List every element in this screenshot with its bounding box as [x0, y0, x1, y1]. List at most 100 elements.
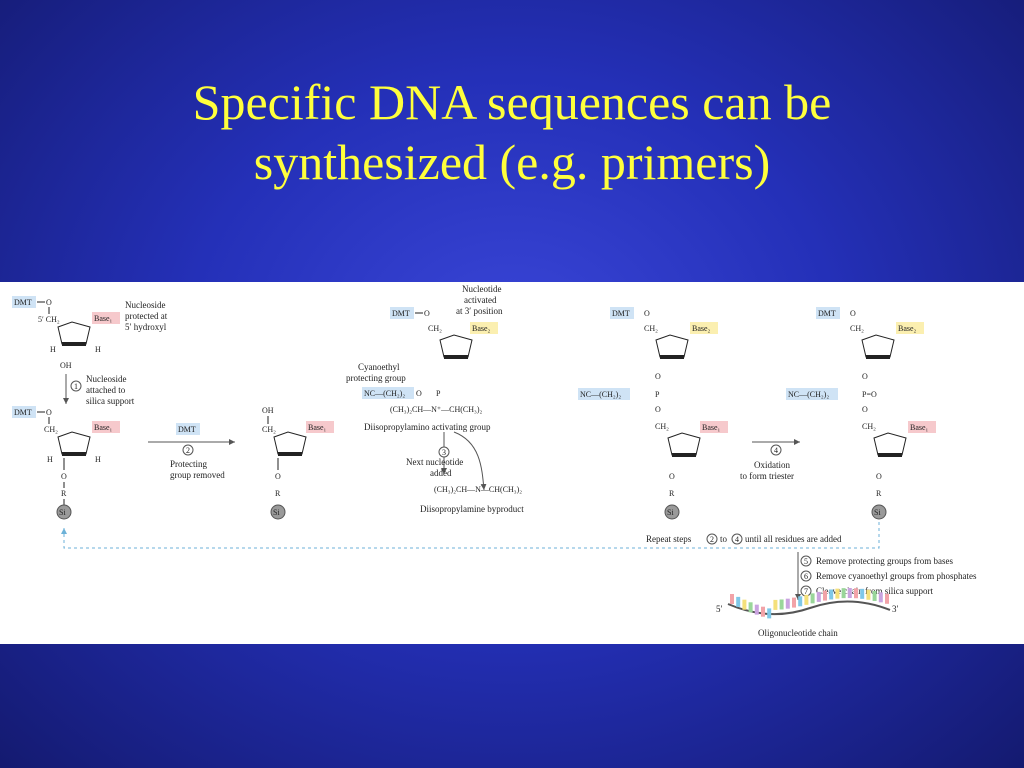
base1-label: Base₁ — [910, 423, 929, 432]
step-badge — [706, 533, 718, 545]
o-label: O — [416, 389, 422, 398]
o-label: O — [424, 309, 430, 318]
cyanoethyl-label: NC—(CH₂)₂ — [364, 389, 405, 398]
si-label: Si — [273, 508, 280, 517]
ch2-label: CH₂ — [44, 425, 58, 434]
step-6-badge — [800, 570, 812, 582]
structure-dinucleotide-phosphite: DMT O CH₂ Base₂ O NC—(CH₂)₂ P O CH₂ Base… — [578, 307, 728, 520]
oligo-base — [804, 594, 809, 605]
oligo-base — [847, 588, 852, 599]
activating-label: Diisopropylamino activating group — [364, 422, 491, 432]
r-label: R — [61, 489, 67, 498]
sugar-ring — [57, 321, 91, 345]
cyanoethyl-box — [578, 388, 630, 400]
oligo-backbone — [727, 600, 891, 616]
label-line: Nucleotide — [462, 284, 502, 294]
label-line: Cyanoethyl — [358, 362, 400, 372]
step-number: 2 — [186, 446, 190, 455]
label-line: protected at — [125, 311, 168, 321]
oligo-base — [872, 590, 877, 601]
base1-label: Base₁ — [702, 423, 721, 432]
base1-box — [908, 421, 936, 433]
o-label: O — [862, 405, 868, 414]
oligo-base — [767, 608, 772, 619]
label-line: to form triester — [740, 471, 794, 481]
label-line: silica support — [86, 396, 135, 406]
oligo-base — [829, 589, 834, 600]
sugar-ring — [861, 334, 895, 358]
o-label: O — [850, 309, 856, 318]
label-line: added — [430, 468, 452, 478]
structure-deprotected-nucleoside: OH CH₂ Base₁ O R Si — [262, 406, 334, 520]
oligo-base — [773, 599, 778, 610]
silica-bead — [664, 504, 680, 520]
oligo-base — [754, 604, 759, 615]
structure-activated-nucleotide: DMT O CH₂ Base₂ Cyanoethyl protecting gr… — [346, 307, 498, 432]
amine-label: (CH₃)₂CH—N⁺—CH(CH₃)₂ — [390, 405, 482, 414]
base1-box — [306, 421, 334, 433]
o-label: O — [644, 309, 650, 318]
label-line: attached to — [86, 385, 126, 395]
p-label: P — [436, 389, 441, 398]
oligo-base — [810, 593, 815, 604]
oligo-base — [761, 606, 765, 617]
dmt-box — [610, 307, 634, 319]
oligo-base — [854, 588, 858, 599]
ch2-label: CH₂ — [862, 422, 876, 431]
label-line: activated — [464, 295, 497, 305]
o-label: O — [669, 472, 675, 481]
step-number: 1 — [74, 382, 78, 391]
step-number: 7 — [804, 587, 808, 596]
h-label: H — [50, 345, 56, 354]
base1-label: Base₁ — [308, 423, 327, 432]
o-label: O — [655, 405, 661, 414]
ch2-label: 5′ CH₂ — [38, 315, 60, 324]
base1-label: Base₁ — [94, 423, 113, 432]
si-label: Si — [667, 508, 674, 517]
label-line: protecting group — [346, 373, 406, 383]
repeat-to: to — [720, 534, 728, 544]
oligo-base — [742, 599, 747, 610]
p-label: P — [655, 390, 660, 399]
label-protected: Nucleoside protected at 5′ hydroxyl — [125, 300, 168, 332]
step-5-label: Remove protecting groups from bases — [816, 556, 953, 566]
three-prime-label: 3′ — [892, 604, 899, 614]
dmt-label: DMT — [612, 309, 630, 318]
base1-box — [92, 421, 120, 433]
dmt-label: DMT — [14, 298, 32, 307]
oligo-base — [823, 590, 827, 601]
repeat-steps-label: Repeat steps 2 to 4 until all residues a… — [646, 533, 842, 545]
h-label: H — [47, 455, 53, 464]
silica-bead — [56, 504, 72, 520]
sugar-ring — [655, 334, 689, 358]
dmt-box — [816, 307, 840, 319]
structure-dinucleotide-triester: DMT O CH₂ Base₂ O NC—(CH₂)₂ P=O O CH₂ Ba… — [786, 307, 936, 520]
base2-label: Base₂ — [472, 324, 491, 333]
step-number: 4 — [774, 446, 778, 455]
dmt-label: DMT — [178, 425, 196, 434]
oligo-base — [730, 594, 734, 604]
slide-footer-area — [0, 644, 1024, 768]
label-line: group removed — [170, 470, 225, 480]
oligo-label: Oligonucleotide chain — [758, 628, 838, 638]
step-1-badge — [70, 380, 82, 392]
cyanoethyl-box — [362, 387, 414, 399]
oligo-base — [860, 588, 865, 599]
r-label: R — [876, 489, 882, 498]
step-number: 3 — [442, 448, 446, 457]
r-label: R — [275, 489, 281, 498]
label-line: Next nucleotide — [406, 457, 463, 467]
step-2-badge — [182, 444, 194, 456]
oligo-base — [792, 597, 796, 608]
oligo-base — [785, 598, 790, 609]
oh-label: OH — [262, 406, 274, 415]
repeat-loop-arrow — [61, 522, 880, 549]
si-label: Si — [59, 508, 66, 517]
diagram-svg: DMT O 5′ CH₂ Base₁ H H OH Nucleoside pro… — [12, 284, 977, 638]
ch2-label: CH₂ — [850, 324, 864, 333]
step-number: 5 — [804, 557, 808, 566]
oligo-base — [878, 592, 883, 603]
base2-box — [690, 322, 718, 334]
silica-bead — [270, 504, 286, 520]
sugar-ring — [57, 431, 91, 455]
